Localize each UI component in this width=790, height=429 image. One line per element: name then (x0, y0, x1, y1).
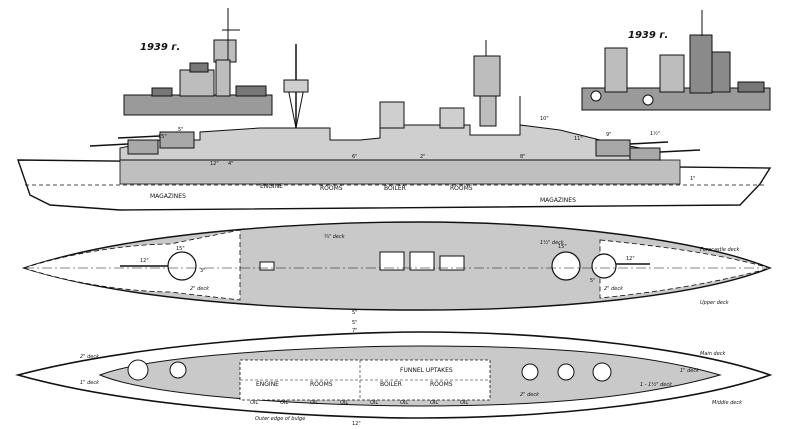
oil-label: OIL (280, 400, 288, 406)
center-marks: 5" 7" 12" (352, 320, 361, 427)
label-funnel-uptakes: FUNNEL UPTAKES (400, 367, 453, 374)
armor-mark: 15" (158, 134, 167, 140)
label-2-deck-left: 2" deck (190, 286, 210, 292)
label-right-1-deck: 1" deck (680, 368, 700, 374)
armor-mark: 15" (176, 246, 185, 252)
lower-rooms-2: ROOMS (430, 381, 453, 388)
armor-mark: 6" (352, 154, 357, 160)
label-upper-deck: Upper deck (700, 300, 730, 306)
oil-labels: OIL OIL OIL OIL OIL OIL OIL OIL (250, 400, 468, 406)
profile-armor-marks: 15" 5" 12" 4" 6" 2" 8" 10" 11" 9" 1" 1½" (158, 116, 695, 182)
label-right-1-15-deck: 1 - 1½" deck (640, 381, 673, 388)
label-left-2-deck: 2" deck (80, 354, 100, 360)
label-quarter-deck-left: ¼" deck (324, 234, 346, 240)
armor-mark: 5" (178, 127, 183, 133)
profile-rooms-1: ROOMS (320, 185, 343, 192)
armor-mark: 4" (228, 161, 233, 167)
armor-mark: 3" (200, 268, 205, 274)
armor-mark: 1½" (650, 130, 660, 137)
year-label-left: 1939 г. (140, 42, 180, 53)
armor-mark: 12" (210, 161, 219, 167)
profile-boiler: BOILER (384, 185, 406, 192)
year-label-right: 1939 г. (628, 30, 668, 41)
lower-deck-plan: FUNNEL UPTAKES ENGINE ROOMS BOILER ROOMS… (14, 320, 773, 427)
profile-magazines-left: MAGAZINES (150, 193, 186, 200)
upper-deck-plan: Forecastle deck Upper deck ¼" deck 1½" d… (21, 221, 772, 316)
side-elevation: MAGAZINES ENGINE ROOMS BOILER ROOMS MAGA… (17, 40, 772, 211)
armor-mark: 15" (558, 244, 567, 250)
label-main-right-2-deck: 2" deck (520, 392, 540, 398)
label-2-deck-right: 2" deck (604, 286, 624, 292)
center-mark: 7" (352, 328, 357, 334)
armor-mark: 12" (140, 258, 149, 264)
armor-mark: 8" (520, 154, 525, 160)
inset-1939-left (123, 8, 273, 116)
upper-armor-marks: 15" 12" 3" 5" 15" 12" 5" (140, 244, 635, 316)
label-left-1-deck: 1" deck (80, 380, 100, 386)
armor-mark: 10" (540, 116, 549, 122)
armor-mark: 2" (420, 154, 425, 160)
superstructure (119, 124, 662, 161)
center-mark: 12" (352, 421, 361, 427)
oil-label: OIL (370, 400, 378, 406)
armor-mark: 5" (590, 278, 595, 284)
label-forecastle-deck: Forecastle deck (700, 247, 740, 253)
lower-rooms-1: ROOMS (310, 381, 333, 388)
armor-mark: 9" (606, 132, 611, 138)
oil-label: OIL (430, 400, 438, 406)
armor-mark: 5" (352, 310, 357, 316)
oil-label: OIL (310, 400, 318, 406)
lower-engine: ENGINE (256, 381, 279, 388)
label-bulge-note: Outer edge of bulge (255, 416, 305, 422)
armor-mark: 1" (690, 176, 695, 182)
label-main-deck: Main deck (700, 351, 727, 357)
label-middle-deck: Middle deck (712, 400, 743, 406)
oil-label: OIL (400, 400, 408, 406)
inset-1939-right (581, 10, 771, 111)
armor-mark: 12" (626, 256, 635, 262)
center-mark: 5" (352, 320, 357, 326)
armor-mark: 11" (574, 136, 583, 142)
oil-label: OIL (460, 400, 468, 406)
profile-rooms-2: ROOMS (450, 185, 473, 192)
profile-engine: ENGINE (260, 183, 283, 190)
oil-label: OIL (250, 400, 258, 406)
profile-magazines-right: MAGAZINES (540, 197, 576, 204)
oil-label: OIL (340, 400, 348, 406)
lower-boiler: BOILER (380, 381, 402, 388)
label-quarter-deck-right: 1½" deck (540, 239, 565, 246)
